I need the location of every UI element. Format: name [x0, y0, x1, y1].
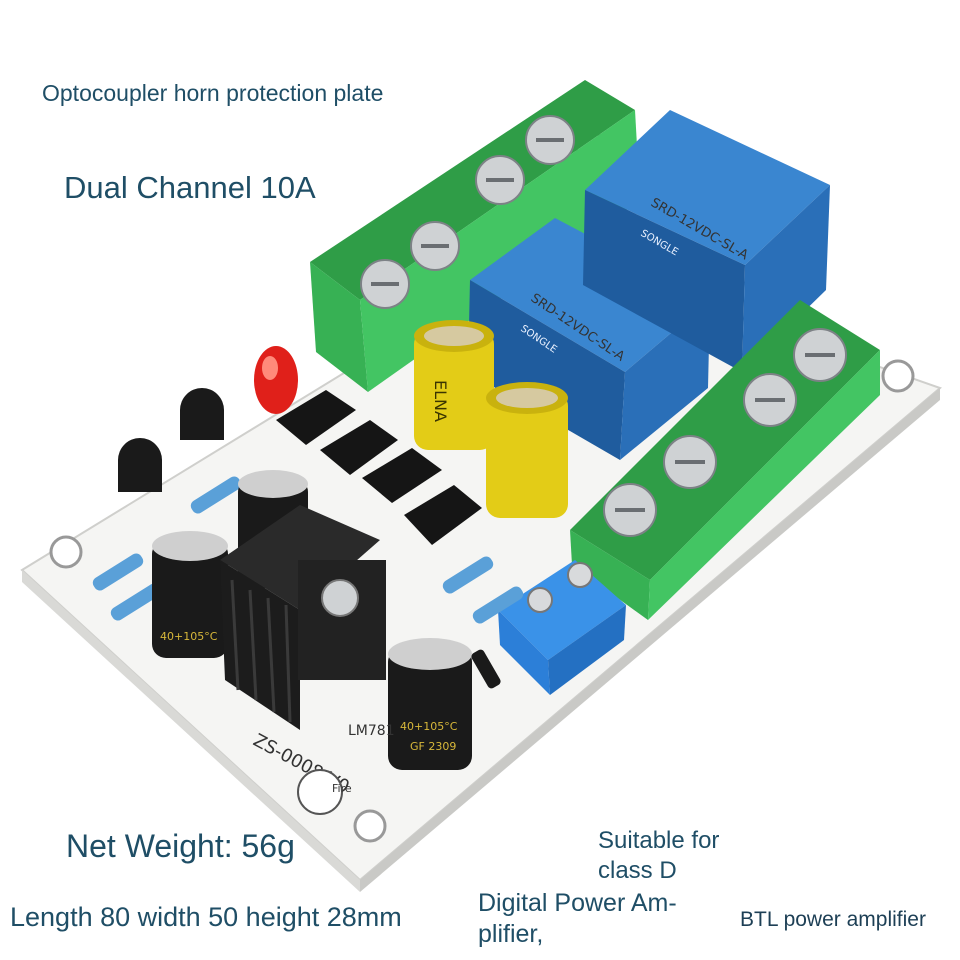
svg-text:ELNA: ELNA: [431, 380, 450, 422]
voltage-regulator: [298, 560, 386, 680]
capacitor-black-1: 40+105°C: [152, 531, 228, 658]
fire-logo: Fire: [297, 769, 352, 815]
caption-title: Optocoupler horn protection plate: [42, 80, 384, 106]
heatsink: [220, 505, 380, 730]
caption-subtitle: Dual Channel 10A: [64, 170, 316, 205]
red-led: [254, 346, 298, 414]
capacitor-yellow-1: ELNA: [414, 320, 494, 450]
transistors: [118, 388, 224, 492]
relay-2: SRD-12VDC-SL-A SONGLE: [583, 110, 830, 372]
terminal-block-top: [310, 80, 640, 392]
power-screw-terminal: [498, 560, 626, 695]
capacitor-yellow-2: [486, 382, 568, 518]
resistors: [92, 476, 524, 624]
diode: [471, 649, 501, 689]
svg-text:40+105°C: 40+105°C: [160, 630, 218, 643]
optocouplers: [276, 390, 482, 545]
caption-btl: BTL power amplifier: [740, 908, 926, 931]
caption-suitable: Suitable for class D: [598, 827, 720, 884]
capacitor-black-3: 40+105°C GF 2309: [388, 638, 472, 770]
regulator-label: LM781: [348, 723, 395, 739]
terminal-block-right: [570, 300, 880, 620]
svg-text:Fire: Fire: [332, 782, 352, 795]
caption-digital-amp: Digital Power Am- plifier,: [478, 889, 677, 948]
svg-text:GF 2309: GF 2309: [410, 740, 456, 753]
caption-net-weight: Net Weight: 56g: [66, 828, 295, 864]
svg-text:40+105°C: 40+105°C: [400, 720, 458, 733]
caption-dimensions: Length 80 width 50 height 28mm: [10, 902, 402, 932]
